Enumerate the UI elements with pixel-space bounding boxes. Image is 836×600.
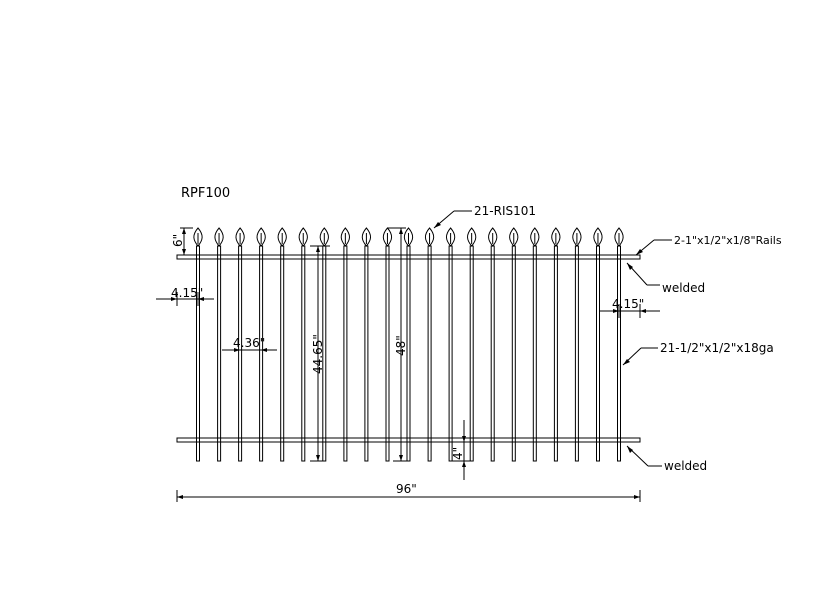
callout-rails-text: 2-1"x1/2"x1/8"Rails bbox=[674, 234, 782, 247]
finial bbox=[509, 227, 519, 247]
fence-rails bbox=[176, 254, 641, 443]
finial bbox=[382, 227, 393, 247]
dim-finial-height: 6" bbox=[171, 227, 193, 255]
finial bbox=[614, 227, 624, 247]
picket bbox=[574, 245, 579, 462]
picket bbox=[301, 245, 306, 462]
finial bbox=[488, 227, 498, 247]
picket bbox=[427, 245, 432, 462]
finial bbox=[530, 227, 540, 247]
picket bbox=[217, 245, 222, 462]
picket bbox=[259, 245, 264, 462]
callout-welded-top: welded bbox=[626, 262, 705, 295]
picket bbox=[238, 245, 243, 462]
finial bbox=[467, 227, 477, 247]
finial bbox=[361, 227, 372, 247]
dim-overall-height-text: 48" bbox=[394, 335, 408, 356]
callout-welded-top-text: welded bbox=[662, 281, 705, 295]
picket bbox=[364, 245, 369, 462]
dim-left-offset: 4.15" bbox=[156, 286, 214, 306]
dim-picket-spacing: 4.36" bbox=[222, 336, 277, 352]
dim-bottom-extension: 4" bbox=[449, 420, 470, 480]
dim-left-offset-text: 4.15" bbox=[171, 286, 203, 300]
picket bbox=[385, 245, 390, 462]
finial bbox=[403, 227, 414, 247]
drawing-title: RPF100 bbox=[181, 186, 230, 201]
picket bbox=[596, 245, 600, 462]
dim-picket-spacing-text: 4.36" bbox=[233, 336, 265, 350]
finial bbox=[340, 227, 350, 247]
finial bbox=[445, 227, 456, 247]
finial bbox=[214, 227, 224, 247]
picket bbox=[280, 245, 285, 462]
callout-pickets: 21-1/2"x1/2"x18ga bbox=[622, 341, 774, 366]
picket bbox=[553, 245, 558, 462]
picket bbox=[469, 245, 474, 462]
dim-right-offset: 4.15" bbox=[600, 297, 660, 318]
picket bbox=[196, 245, 200, 462]
bottom-rail bbox=[176, 437, 641, 443]
callout-pickets-text: 21-1/2"x1/2"x18ga bbox=[660, 341, 774, 355]
finial bbox=[193, 227, 203, 247]
finial bbox=[551, 227, 561, 247]
pickets-group bbox=[196, 245, 621, 462]
dim-picket-height-text: 44.65" bbox=[311, 334, 325, 374]
finial bbox=[235, 227, 245, 247]
callout-welded-bottom-text: welded bbox=[664, 459, 707, 473]
callout-rails: 2-1"x1/2"x1/8"Rails bbox=[635, 234, 782, 256]
finial bbox=[256, 227, 266, 247]
dim-right-offset-text: 4.15" bbox=[612, 297, 644, 311]
finial bbox=[424, 227, 435, 247]
finial bbox=[593, 227, 603, 247]
dim-overall-width-text: 96" bbox=[396, 482, 417, 496]
picket bbox=[490, 245, 495, 462]
callout-finial-text: 21-RIS101 bbox=[474, 204, 536, 218]
dim-finial-height-text: 6" bbox=[171, 234, 185, 247]
top-rail bbox=[176, 254, 641, 260]
dim-picket-height: 44.65" bbox=[310, 245, 330, 462]
picket bbox=[617, 245, 621, 462]
dim-bottom-extension-text: 4" bbox=[451, 447, 465, 460]
finial bbox=[298, 227, 308, 247]
picket bbox=[511, 245, 516, 462]
dim-overall-width: 96" bbox=[176, 482, 641, 502]
picket bbox=[343, 245, 348, 462]
picket bbox=[532, 245, 537, 462]
callout-finial: 21-RIS101 bbox=[433, 204, 536, 229]
callout-welded-bottom: welded bbox=[626, 445, 707, 473]
finial bbox=[277, 227, 287, 247]
finial bbox=[572, 227, 582, 247]
finials-group bbox=[193, 227, 624, 247]
picket bbox=[448, 245, 453, 462]
dim-overall-height: 48" bbox=[387, 227, 409, 462]
